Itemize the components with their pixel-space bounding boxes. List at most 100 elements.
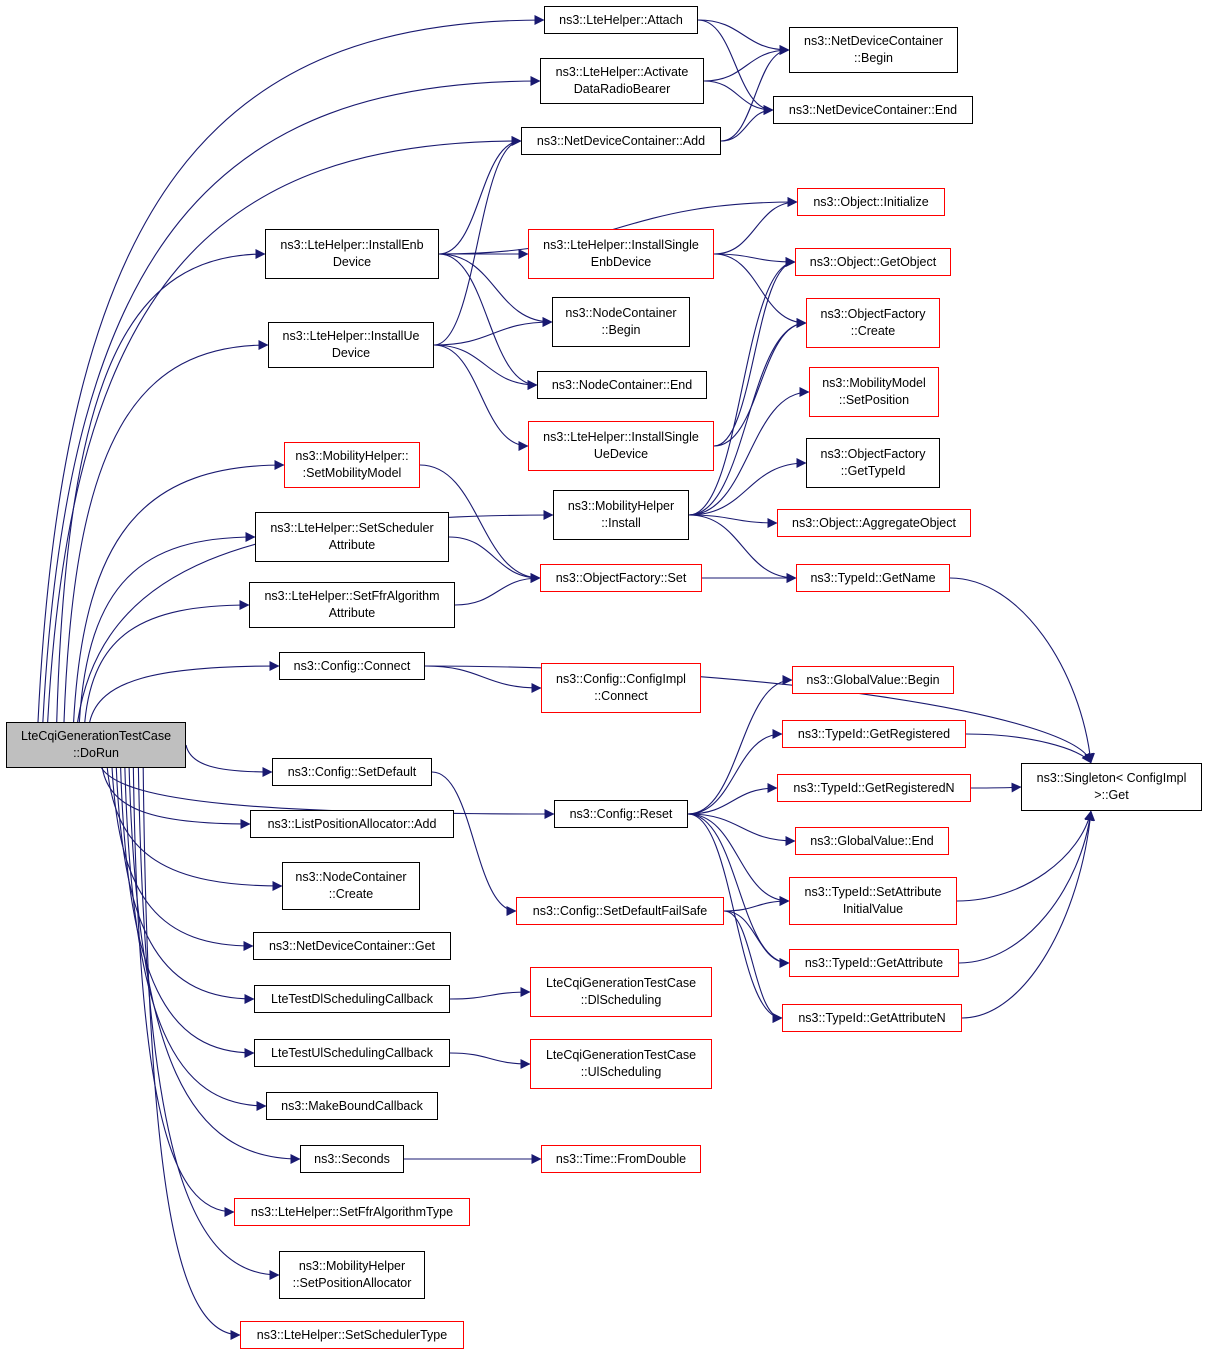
node-obj-init[interactable]: ns3::Object::Initialize: [797, 188, 945, 216]
edge-install-ue-to-nc-begin: [433, 317, 553, 346]
node-install-ue[interactable]: ns3::LteHelper::InstallUe Device: [268, 322, 434, 368]
edge-root-to-ndc-add: [47, 136, 522, 723]
edge-root-to-attach: [37, 15, 545, 723]
edge-cfg-reset-to-tid-getregn: [687, 783, 778, 815]
edge-install-single-ue-to-of-create: [713, 318, 807, 447]
node-gv-end[interactable]: ns3::GlobalValue::End: [795, 827, 949, 855]
node-set-sched-type[interactable]: ns3::LteHelper::SetSchedulerType: [240, 1321, 464, 1349]
node-ndc-begin[interactable]: ns3::NetDeviceContainer ::Begin: [789, 27, 958, 73]
edge-root-to-mh-setmodel: [73, 460, 285, 723]
edge-root-to-install-enb: [56, 249, 266, 723]
node-lpa-add[interactable]: ns3::ListPositionAllocator::Add: [250, 810, 454, 838]
node-tid-getregn[interactable]: ns3::TypeId::GetRegisteredN: [777, 774, 971, 802]
node-cfgimpl-connect[interactable]: ns3::Config::ConfigImpl ::Connect: [541, 663, 701, 713]
edge-root-to-make-bound: [124, 767, 267, 1111]
node-cfg-connect[interactable]: ns3::Config::Connect: [279, 652, 425, 680]
edge-activate-to-ndc-begin: [703, 45, 790, 82]
node-tid-getattrn[interactable]: ns3::TypeId::GetAttributeN: [782, 1004, 962, 1032]
node-install-single-ue[interactable]: ns3::LteHelper::InstallSingle UeDevice: [528, 421, 714, 471]
edge-install-single-enb-to-obj-getobject: [713, 253, 796, 267]
node-set-ffr-attr[interactable]: ns3::LteHelper::SetFfrAlgorithm Attribut…: [249, 582, 455, 628]
node-mm-setpos[interactable]: ns3::MobilityModel ::SetPosition: [809, 367, 939, 417]
edge-cfg-connect-to-cfgimpl-connect: [424, 665, 542, 693]
node-cfg-setdefaultfs[interactable]: ns3::Config::SetDefaultFailSafe: [516, 897, 724, 925]
node-of-set[interactable]: ns3::ObjectFactory::Set: [540, 564, 702, 592]
edge-tid-getname-to-singleton-get: [949, 577, 1095, 764]
edge-cfg-reset-to-tid-getattrn: [687, 813, 783, 1023]
node-nc-create[interactable]: ns3::NodeContainer ::Create: [282, 862, 420, 910]
edge-mh-install-to-of-create: [688, 318, 807, 516]
edge-root-to-lpa-add: [101, 767, 251, 829]
edge-dl-cb-to-dl-sched: [449, 987, 531, 1000]
node-install-single-enb[interactable]: ns3::LteHelper::InstallSingle EnbDevice: [528, 229, 714, 279]
edge-root-to-dl-cb: [115, 767, 255, 1004]
edge-install-single-enb-to-of-create: [713, 253, 807, 328]
node-make-bound[interactable]: ns3::MakeBoundCallback: [266, 1092, 438, 1120]
node-ndc-end[interactable]: ns3::NetDeviceContainer::End: [773, 96, 973, 124]
node-set-ffr-type[interactable]: ns3::LteHelper::SetFfrAlgorithmType: [234, 1198, 470, 1226]
edge-install-enb-to-ndc-add: [438, 136, 522, 255]
edge-root-to-ul-cb: [120, 767, 255, 1058]
edge-mh-install-to-mm-setpos: [688, 387, 810, 516]
edge-root-to-nc-create: [106, 767, 283, 891]
edge-root-to-activate: [42, 76, 541, 723]
node-nc-end[interactable]: ns3::NodeContainer::End: [537, 371, 707, 399]
edge-install-enb-to-nc-begin: [438, 253, 553, 327]
node-obj-getobject[interactable]: ns3::Object::GetObject: [795, 248, 951, 276]
edge-root-to-install-ue: [63, 340, 269, 723]
edge-set-ffr-attr-to-of-set: [454, 573, 541, 606]
edge-root-to-seconds: [128, 767, 301, 1164]
edge-install-single-enb-to-obj-init: [713, 197, 798, 255]
edge-cfg-reset-to-tid-getreg: [687, 729, 783, 815]
node-set-sched-attr[interactable]: ns3::LteHelper::SetScheduler Attribute: [255, 512, 449, 562]
node-dl-sched[interactable]: LteCqiGenerationTestCase ::DlScheduling: [530, 967, 712, 1017]
edge-cfg-reset-to-gv-begin: [687, 675, 793, 815]
node-tid-getreg[interactable]: ns3::TypeId::GetRegistered: [782, 720, 966, 748]
node-mh-setmodel[interactable]: ns3::MobilityHelper:: :SetMobilityModel: [284, 442, 420, 488]
edge-cfg-reset-to-tid-setattrinit: [687, 813, 790, 906]
node-ul-sched[interactable]: LteCqiGenerationTestCase ::UlScheduling: [530, 1039, 712, 1089]
edge-root-to-ndc-get: [111, 767, 254, 951]
edge-tid-setattrinit-to-singleton-get: [956, 810, 1094, 902]
node-mh-setposalloc[interactable]: ns3::MobilityHelper ::SetPositionAllocat…: [279, 1251, 425, 1299]
node-seconds[interactable]: ns3::Seconds: [300, 1145, 404, 1173]
edge-mh-setmodel-to-of-set: [419, 464, 541, 583]
node-activate[interactable]: ns3::LteHelper::Activate DataRadioBearer: [540, 58, 704, 104]
node-tid-getname[interactable]: ns3::TypeId::GetName: [796, 564, 950, 592]
edge-cfg-setdefaultfs-to-tid-setattrinit: [723, 896, 790, 912]
node-nc-begin[interactable]: ns3::NodeContainer ::Begin: [552, 297, 690, 347]
edge-mh-install-to-obj-aggregate: [688, 514, 778, 528]
node-of-gettypeid[interactable]: ns3::ObjectFactory ::GetTypeId: [806, 438, 940, 488]
edge-tid-getattrn-to-singleton-get: [961, 810, 1096, 1019]
edge-mh-install-to-tid-getname: [688, 514, 797, 583]
node-dl-cb[interactable]: LteTestDlSchedulingCallback: [254, 985, 450, 1013]
node-ul-cb[interactable]: LteTestUlSchedulingCallback: [254, 1039, 450, 1067]
node-of-create[interactable]: ns3::ObjectFactory ::Create: [806, 298, 940, 348]
node-ndc-get[interactable]: ns3::NetDeviceContainer::Get: [253, 932, 451, 960]
edge-tid-getreg-to-singleton-get: [965, 733, 1092, 764]
node-singleton-get[interactable]: ns3::Singleton< ConfigImpl >::Get: [1021, 763, 1202, 811]
edge-ndc-add-to-ndc-end: [720, 105, 774, 142]
node-cfg-setdefault[interactable]: ns3::Config::SetDefault: [272, 758, 432, 786]
node-mh-install[interactable]: ns3::MobilityHelper ::Install: [553, 490, 689, 540]
node-time-fromdouble[interactable]: ns3::Time::FromDouble: [541, 1145, 701, 1173]
edge-cfg-setdefault-to-cfg-setdefaultfs: [431, 771, 517, 916]
node-gv-begin[interactable]: ns3::GlobalValue::Begin: [792, 666, 954, 694]
node-cfg-reset[interactable]: ns3::Config::Reset: [554, 800, 688, 828]
node-tid-setattrinit[interactable]: ns3::TypeId::SetAttribute InitialValue: [789, 877, 957, 925]
node-tid-getattr[interactable]: ns3::TypeId::GetAttribute: [789, 949, 959, 977]
edge-tid-getregn-to-singleton-get: [970, 782, 1022, 793]
node-install-enb[interactable]: ns3::LteHelper::InstallEnb Device: [265, 229, 439, 279]
edge-ndc-add-to-ndc-begin: [720, 45, 790, 142]
edge-ul-cb-to-ul-sched: [449, 1052, 531, 1069]
edge-set-sched-attr-to-of-set: [448, 536, 541, 583]
edge-root-to-cfg-setdefault: [185, 744, 273, 777]
edge-root-to-set-ffr-attr: [84, 600, 250, 723]
edge-cfg-setdefaultfs-to-tid-getattrn: [723, 910, 783, 1023]
edge-root-to-set-sched-attr: [78, 532, 256, 723]
node-attach[interactable]: ns3::LteHelper::Attach: [544, 6, 698, 34]
node-obj-aggregate[interactable]: ns3::Object::AggregateObject: [777, 509, 971, 537]
node-ndc-add[interactable]: ns3::NetDeviceContainer::Add: [521, 127, 721, 155]
